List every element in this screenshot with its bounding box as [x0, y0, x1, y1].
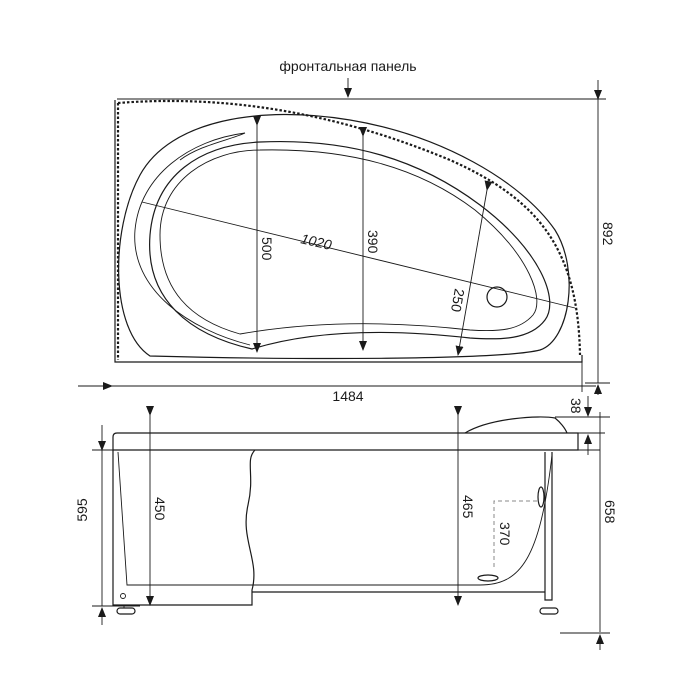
- headrest-38-label: 38: [568, 398, 584, 414]
- basin-inner: [159, 149, 538, 335]
- rim-outline: [118, 113, 570, 360]
- tub-outline-top: [114, 100, 583, 363]
- depth-465-label: 465: [460, 495, 476, 519]
- diagonal-label: 1020: [299, 230, 333, 253]
- top-view: фронтальная панель 1020 500 390 250 1484…: [78, 58, 616, 404]
- height-658-label: 658: [602, 500, 618, 524]
- overflow-icon: [537, 486, 545, 508]
- headrest-side: [464, 416, 568, 434]
- foot-left: [116, 607, 136, 615]
- drain-side-icon: [477, 574, 499, 582]
- front-panel-dotted: [117, 99, 582, 356]
- width-390-label: 390: [365, 230, 381, 254]
- depth-450-label: 450: [152, 497, 168, 521]
- side-view: 370 450 465 595 658 38: [74, 396, 618, 650]
- overflow-dashed-line: [493, 500, 537, 570]
- length-label: 1484: [332, 388, 363, 404]
- diagonal-dimension-line: [141, 201, 576, 309]
- overflow-height-label: 370: [497, 522, 513, 546]
- headrest-tip: [179, 132, 246, 161]
- panel-cutaway: [112, 449, 256, 606]
- height-595-label: 595: [74, 498, 90, 522]
- width-label: 892: [600, 222, 616, 246]
- leg-post-right: [544, 452, 553, 601]
- front-panel-label: фронтальная панель: [279, 58, 416, 74]
- width-250-label: 250: [448, 287, 468, 313]
- headrest-curve: [134, 132, 251, 346]
- drain-icon: [486, 286, 508, 308]
- basin-outer: [149, 140, 551, 350]
- width-250-line: [455, 180, 493, 356]
- rim-side: [112, 432, 579, 451]
- width-500-label: 500: [259, 237, 275, 261]
- foot-right: [539, 607, 559, 615]
- tub-body-side: [117, 451, 553, 586]
- screw-icon: [120, 593, 126, 599]
